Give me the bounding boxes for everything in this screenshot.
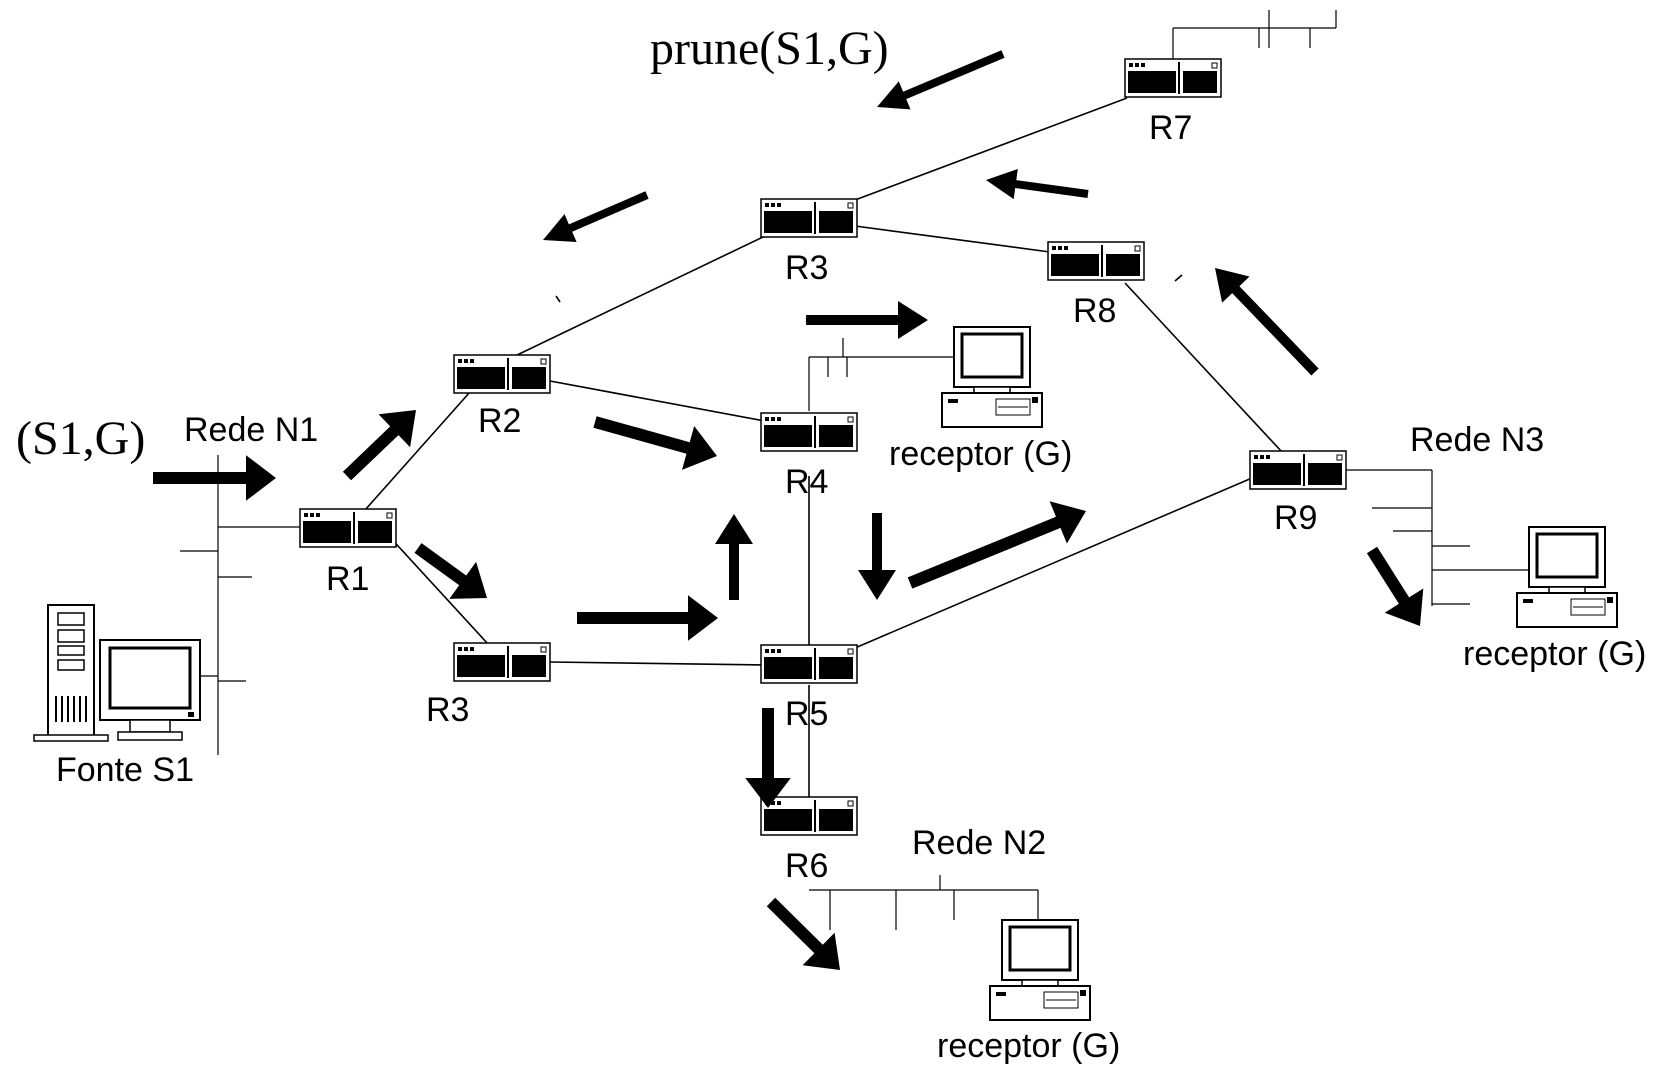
router-r3-upper-label: R3 <box>785 249 828 287</box>
receiver-r4-label: receptor (G) <box>889 435 1072 473</box>
arrow-prune <box>877 50 1005 110</box>
link-r8-r9 <box>1124 282 1283 453</box>
router-r7 <box>1124 58 1222 98</box>
router-r6 <box>760 796 858 836</box>
arrow-r3-to-r2 <box>543 191 649 242</box>
router-r9 <box>1249 450 1347 490</box>
arrow-r8-to-r3 <box>986 169 1089 200</box>
link-r5-r9 <box>854 477 1253 649</box>
router-r2-label: R2 <box>478 402 521 440</box>
router-r8 <box>1047 241 1145 281</box>
router-r4-label: R4 <box>785 463 828 501</box>
arrow-r3-to-r5 <box>577 595 718 641</box>
link-r2-r3-upper <box>514 235 766 357</box>
link-stub-2 <box>1174 274 1183 282</box>
link-r3-upper-r8 <box>854 225 1051 253</box>
router-r3-upper <box>760 198 858 238</box>
arrow-r5-to-r9 <box>907 501 1086 589</box>
arrow-to-r3-pc <box>806 301 928 339</box>
flow-arrows <box>153 50 1424 970</box>
arrow-r5-to-r6 <box>745 708 791 808</box>
network-n3-label: Rede N3 <box>1410 421 1544 459</box>
lan-r4-bus <box>808 338 958 411</box>
receiver-n3-label: receptor (G) <box>1463 635 1646 673</box>
lan-n2-bus <box>809 875 1039 930</box>
router-r3-lower-label: R3 <box>426 691 469 729</box>
receiver-r4-pc-icon <box>940 325 1044 429</box>
lan-r7-bus <box>1172 10 1337 60</box>
link-stub-1 <box>555 295 561 303</box>
router-r3-lower <box>453 642 551 682</box>
link-r3-r5 <box>549 661 766 666</box>
arrow-source-to-r1 <box>153 455 276 501</box>
receiver-n3-pc-icon <box>1515 525 1619 629</box>
link-r3-upper-r7 <box>854 97 1128 201</box>
arrow-up-to-r4 <box>715 514 753 600</box>
arrow-r9-to-n3 <box>1366 546 1424 626</box>
router-r6-label: R6 <box>785 847 828 885</box>
source-host-icon <box>33 604 201 742</box>
source-pair-label: (S1,G) <box>16 412 145 465</box>
router-r5-label: R5 <box>785 695 828 733</box>
lan-n1-bus <box>180 455 300 755</box>
receiver-n2-label: receptor (G) <box>937 1027 1120 1065</box>
network-n1-label: Rede N1 <box>184 411 318 449</box>
router-r5 <box>760 644 858 684</box>
receiver-n2-pc-icon <box>988 918 1092 1022</box>
link-r1-r2 <box>364 391 471 511</box>
prune-message-label: prune(S1,G) <box>650 22 889 75</box>
arrow-down-to-r5 <box>858 513 896 600</box>
router-r2 <box>453 354 551 394</box>
router-r8-label: R8 <box>1073 292 1116 330</box>
router-r9-label: R9 <box>1274 499 1317 537</box>
arrow-r9-to-r8 <box>1215 268 1319 376</box>
router-r4 <box>760 412 858 452</box>
arrow-r2-to-r4 <box>593 416 717 470</box>
router-r1 <box>299 508 397 548</box>
arrow-r6-to-n2 <box>766 897 840 970</box>
router-r1-label: R1 <box>326 560 369 598</box>
router-r7-label: R7 <box>1149 109 1192 147</box>
link-r2-r4 <box>549 380 766 422</box>
lan-n3-bus <box>1346 469 1532 606</box>
arrow-r1-to-r2 <box>342 410 416 481</box>
arrow-r1-to-r3 <box>414 543 487 599</box>
source-host-label: Fonte S1 <box>56 751 194 789</box>
network-n2-label: Rede N2 <box>912 824 1046 862</box>
